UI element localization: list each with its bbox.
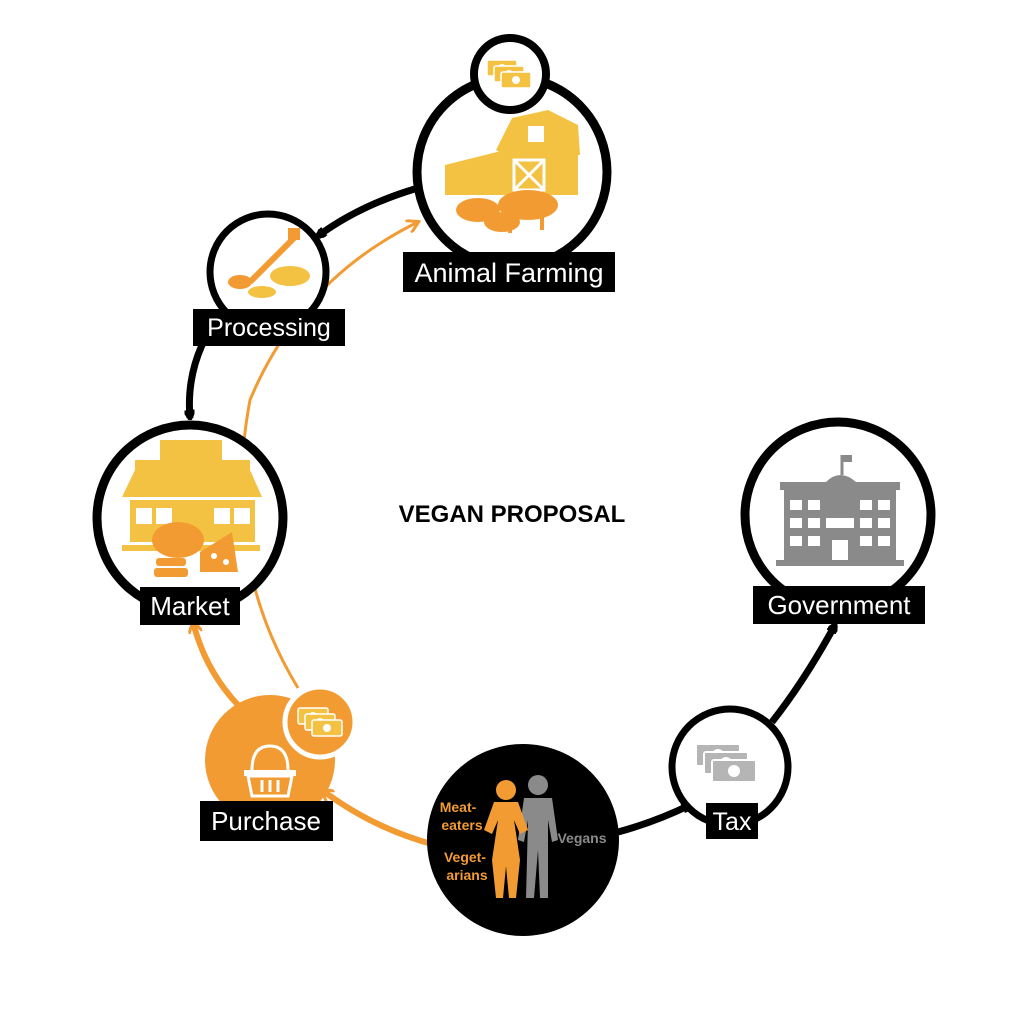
node-consumers: Meat- eaters Veget- arians Vegans — [427, 744, 619, 936]
barn-with-livestock-icon — [445, 110, 580, 233]
label-meat-eaters-line2: eaters — [441, 817, 482, 833]
label-tax: Tax — [713, 808, 752, 836]
arrow-farming-to-processing — [318, 184, 419, 236]
node-government: Government — [740, 417, 936, 624]
label-vegans: Vegans — [557, 830, 606, 846]
node-tax: Tax — [668, 705, 792, 839]
label-vegetarians-line1: Veget- — [444, 849, 486, 865]
storefront-with-food-icon — [122, 440, 262, 577]
cleaver-with-animals-icon — [228, 228, 310, 298]
label-animal-farming: Animal Farming — [414, 258, 603, 288]
label-purchase: Purchase — [211, 806, 321, 836]
label-processing: Processing — [207, 314, 331, 342]
arrow-money-to-farming — [240, 222, 418, 689]
arrow-tax-to-government — [769, 625, 839, 725]
diagram-title: VEGAN PROPOSAL — [399, 501, 626, 528]
people-silhouettes-icon — [484, 775, 558, 898]
label-meat-eaters-line1: Meat- — [440, 799, 477, 815]
shopping-basket-icon — [244, 744, 296, 798]
arrow-purchase-to-market — [193, 622, 241, 708]
node-market: Market — [92, 420, 288, 625]
node-processing: Processing — [193, 210, 345, 346]
label-government: Government — [767, 590, 911, 620]
government-building-icon — [776, 455, 904, 566]
arrow-consumers-to-tax — [617, 801, 690, 836]
node-animal-farming: Animal Farming — [403, 34, 615, 292]
label-market: Market — [150, 591, 230, 621]
node-purchase: Purchase — [200, 684, 358, 841]
label-vegetarians-line2: arians — [446, 867, 487, 883]
